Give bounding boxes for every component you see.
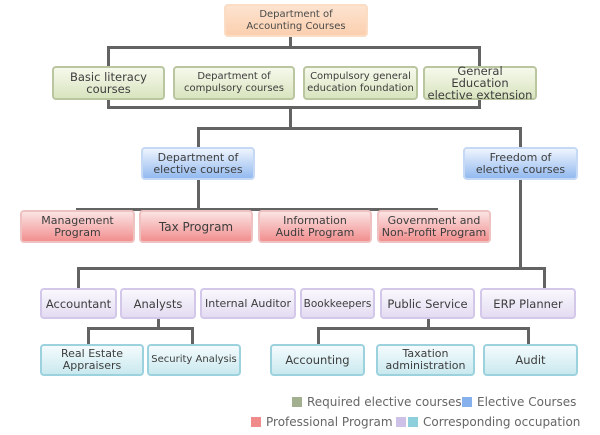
required-course-label: Compulsory general education foundation bbox=[307, 71, 414, 94]
sub-occupation-label: Security Analysis bbox=[151, 354, 237, 365]
sub-occupation-label: Accounting bbox=[285, 353, 350, 367]
required-course-node: Compulsory general education foundation bbox=[303, 66, 418, 100]
occupation-label: Analysts bbox=[133, 296, 183, 311]
connector-analysts-left bbox=[87, 327, 90, 345]
connector-root-down bbox=[289, 36, 292, 48]
connector-required-left-bottom bbox=[107, 99, 110, 109]
sub-occupation-node: Audit bbox=[483, 344, 578, 376]
occupation-label: Bookkeepers bbox=[303, 297, 372, 310]
legend-elective: Elective Courses bbox=[462, 395, 576, 409]
sub-occupation-label: Real Estate Appraisers bbox=[60, 347, 124, 372]
occupation-node: ERP Planner bbox=[480, 288, 576, 319]
program-node: Tax Program bbox=[139, 210, 253, 243]
connector-required-right-top bbox=[478, 46, 481, 67]
connector-elective-right bbox=[519, 127, 522, 148]
required-course-label: Department of compulsory courses bbox=[184, 71, 284, 94]
connector-public-h bbox=[317, 327, 530, 330]
connector-public-left bbox=[317, 327, 320, 345]
required-course-label: General Education elective extension bbox=[427, 64, 533, 102]
occupation-node: Accountant bbox=[40, 288, 117, 319]
connector-required-right-bottom bbox=[478, 99, 481, 109]
sub-occupation-node: Security Analysis bbox=[147, 344, 241, 376]
required-course-label: Basic literacy courses bbox=[70, 70, 147, 96]
sub-occupation-label: Taxation administration bbox=[385, 347, 466, 372]
connector-programs-top bbox=[76, 208, 438, 211]
program-node: Government and Non-Profit Program bbox=[377, 210, 491, 243]
occupation-node: Analysts bbox=[120, 288, 196, 319]
program-label: Government and Non-Profit Program bbox=[381, 213, 487, 239]
connector-analysts-h bbox=[87, 327, 194, 330]
required-course-node: General Education elective extension bbox=[423, 64, 537, 102]
elective-course-node: Freedom of elective courses bbox=[463, 147, 578, 180]
sub-occupation-node: Taxation administration bbox=[376, 344, 475, 376]
connector-occupation-left bbox=[77, 267, 80, 289]
legend-label-professional: Professional Program bbox=[266, 415, 393, 429]
occupation-node: Internal Auditor bbox=[200, 288, 296, 319]
connector-analysts-right bbox=[191, 327, 194, 345]
required-course-node: Basic literacy courses bbox=[52, 66, 165, 100]
program-node: Information Audit Program bbox=[258, 210, 372, 243]
connector-mid-down bbox=[289, 106, 292, 129]
program-label: Tax Program bbox=[158, 219, 234, 234]
program-node: Management Program bbox=[20, 210, 135, 243]
legend-occupation: Corresponding occupation bbox=[396, 415, 580, 429]
occupation-label: ERP Planner bbox=[493, 296, 563, 311]
connector-elective-left bbox=[197, 127, 200, 148]
program-label: Management Program bbox=[41, 213, 114, 239]
legend-label-required: Required elective courses bbox=[307, 395, 462, 409]
root-node: Department of Accounting Courses bbox=[224, 4, 368, 37]
connector-elective-top bbox=[197, 127, 522, 130]
connector-required-top bbox=[107, 46, 481, 49]
connector-public-down bbox=[427, 318, 430, 329]
occupation-label: Public Service bbox=[387, 296, 468, 311]
legend-label-occupation: Corresponding occupation bbox=[423, 415, 581, 429]
occupation-label: Internal Auditor bbox=[205, 296, 291, 310]
legend-swatch-required bbox=[292, 397, 302, 407]
elective-course-label: Freedom of elective courses bbox=[475, 150, 566, 176]
legend-swatch-professional bbox=[251, 417, 261, 427]
legend-swatch-elective bbox=[462, 397, 472, 407]
sub-occupation-node: Accounting bbox=[270, 344, 365, 376]
elective-course-node: Department of elective courses bbox=[141, 147, 255, 180]
occupation-node: Public Service bbox=[380, 288, 475, 319]
legend-label-elective: Elective Courses bbox=[477, 395, 577, 409]
connector-occupation-right bbox=[543, 267, 546, 289]
occupation-node: Bookkeepers bbox=[300, 288, 375, 319]
legend-required: Required elective courses bbox=[292, 395, 462, 409]
connector-required-bottom bbox=[107, 106, 481, 109]
legend-swatch-occupation-teal bbox=[408, 417, 418, 427]
connector-dept-elective-down bbox=[197, 179, 200, 211]
legend-swatch-occupation-purple bbox=[396, 417, 406, 427]
connector-occupations-top bbox=[77, 267, 546, 270]
root-label: Department of Accounting Courses bbox=[246, 8, 346, 32]
elective-course-label: Department of elective courses bbox=[153, 150, 243, 176]
required-course-node: Department of compulsory courses bbox=[173, 66, 295, 100]
sub-occupation-label: Audit bbox=[515, 353, 546, 367]
occupation-label: Accountant bbox=[45, 296, 112, 311]
connector-required-left-top bbox=[107, 46, 110, 67]
legend-professional: Professional Program bbox=[251, 415, 393, 429]
connector-analysts-down bbox=[157, 318, 160, 329]
connector-public-right bbox=[527, 327, 530, 345]
connector-freedom-down bbox=[519, 179, 522, 269]
sub-occupation-node: Real Estate Appraisers bbox=[40, 344, 144, 376]
program-label: Information Audit Program bbox=[275, 213, 355, 239]
